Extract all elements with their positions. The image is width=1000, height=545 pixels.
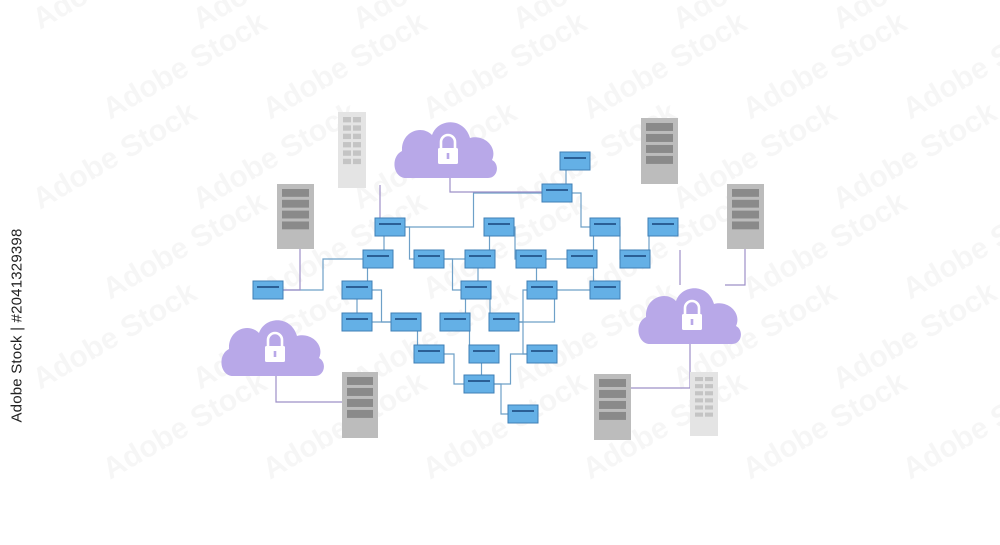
network-node-icon — [362, 249, 394, 269]
cloud-link-line — [725, 246, 746, 286]
network-node-icon — [468, 344, 500, 364]
watermark-logo: Adobe Stock — [897, 366, 1000, 486]
network-node-icon — [463, 374, 495, 394]
watermark-logo: Adobe Stock — [97, 366, 273, 486]
network-node-icon — [541, 183, 573, 203]
cloud-lock-icon — [394, 122, 497, 178]
cloud-link-line — [449, 178, 542, 193]
connection-line — [504, 289, 605, 323]
network-node-icon — [589, 217, 621, 237]
network-node-icon — [390, 312, 422, 332]
server-group — [277, 112, 764, 440]
server-rack-icon — [338, 112, 366, 188]
network-node-icon — [589, 280, 621, 300]
lock-icon — [438, 133, 458, 164]
network-node-icon — [619, 249, 651, 269]
network-node-icon — [647, 217, 679, 237]
server-rack-icon — [342, 372, 378, 438]
server-rack-icon — [277, 184, 314, 249]
stock-id-watermark: Adobe Stock | #204132939​8 — [4, 110, 30, 540]
server-rack-icon — [641, 118, 678, 184]
lock-icon — [682, 299, 702, 330]
cloud-link-line — [283, 243, 301, 291]
node-group — [252, 151, 679, 424]
network-node-icon — [515, 249, 547, 269]
server-rack-icon — [690, 372, 718, 436]
stock-id-text: Adobe Stock | #204132939​8 — [8, 227, 26, 423]
lock-icon — [265, 331, 285, 362]
cloud-link-line — [275, 375, 342, 403]
network-node-icon — [439, 312, 471, 332]
network-node-icon — [526, 280, 558, 300]
network-node-icon — [341, 280, 373, 300]
cloud-group — [221, 122, 741, 376]
network-node-icon — [252, 280, 284, 300]
network-node-icon — [483, 217, 515, 237]
network-node-icon — [526, 344, 558, 364]
network-node-icon — [559, 151, 591, 171]
network-node-icon — [341, 312, 373, 332]
network-node-icon — [488, 312, 520, 332]
watermark-logo: Adobe Stock — [27, 0, 203, 36]
network-node-icon — [413, 344, 445, 364]
watermark-logo: Adobe Stock — [737, 366, 913, 486]
network-node-icon — [413, 249, 445, 269]
cloud-lock-icon — [638, 288, 741, 344]
network-node-icon — [507, 404, 539, 424]
connection-line — [390, 192, 557, 228]
network-node-icon — [464, 249, 496, 269]
cloud-lock-icon — [221, 320, 324, 376]
network-node-icon — [460, 280, 492, 300]
server-rack-icon — [594, 374, 631, 440]
network-node-icon — [566, 249, 598, 269]
network-node-icon — [374, 217, 406, 237]
server-rack-icon — [727, 184, 764, 249]
